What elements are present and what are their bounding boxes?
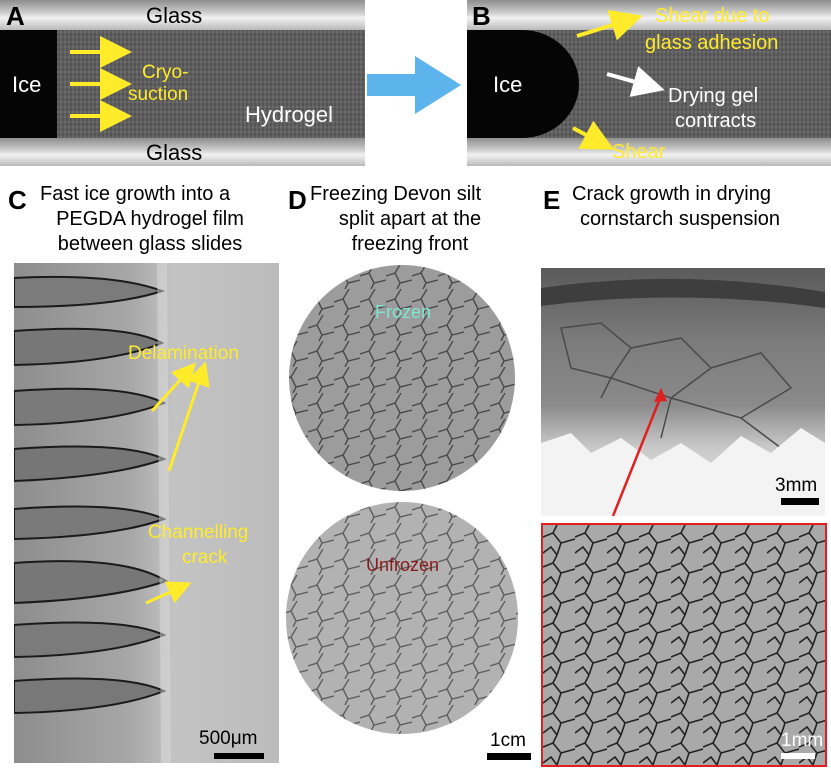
scale-label-e-top: 3mm — [775, 475, 818, 496]
panel-letter-c: C — [8, 185, 27, 215]
caption-c-1: Fast ice growth into a — [40, 183, 231, 205]
ice-fingers — [14, 263, 210, 763]
shear-label: Shear — [612, 141, 666, 163]
glass-bottom — [0, 138, 365, 166]
shear-arrows — [572, 9, 665, 150]
caption-d-1: Freezing Devon silt — [310, 183, 482, 205]
cryosuction-label-2: suction — [128, 84, 189, 105]
channelling-label-1: Channelling — [148, 522, 249, 543]
shear-adhesion-arrow — [576, 9, 643, 41]
glass-top-b — [467, 0, 831, 30]
scale-label-e-bottom: 1mm — [781, 730, 824, 751]
shear-adhesion-label-2: glass adhesion — [645, 32, 779, 54]
transition-arrow — [367, 56, 461, 114]
shear-arrow — [572, 120, 615, 150]
glass-bottom-b — [467, 138, 831, 166]
ice-dome — [467, 30, 579, 138]
scale-bar-e-top — [781, 498, 819, 505]
caption-c-3: between glass slides — [57, 233, 243, 255]
frozen-label: Frozen — [375, 302, 432, 322]
cornstarch-overview: 3mm — [541, 268, 825, 516]
panel-letter-d: D — [288, 185, 307, 215]
scale-bar-e-bottom — [781, 753, 815, 759]
glass-top — [0, 0, 365, 30]
ice-block — [0, 30, 57, 138]
glass-bottom-label: Glass — [146, 140, 203, 165]
caption-e-2: cornstarch suspension — [579, 208, 781, 230]
hydrogel-micrograph: Delamination Channelling crack 500μm — [14, 263, 279, 763]
glass-top-label: Glass — [146, 3, 203, 28]
drying-label-2: contracts — [675, 110, 757, 132]
shear-adhesion-label-1: Shear due to — [655, 5, 770, 27]
panel-letter-e: E — [543, 185, 561, 215]
caption-d-3: freezing front — [351, 233, 469, 255]
ice-label: Ice — [12, 72, 42, 97]
scale-bar-c — [214, 753, 264, 759]
drying-label-1: Drying gel — [668, 85, 759, 107]
hydrogel-label: Hydrogel — [245, 102, 334, 127]
delamination-label: Delamination — [128, 343, 239, 364]
hydrogel-layer — [0, 30, 365, 138]
unfrozen-label: Unfrozen — [366, 555, 440, 575]
channelling-label-2: crack — [182, 547, 228, 568]
panel-letter-a: A — [6, 1, 25, 31]
caption-e-1: Crack growth in drying — [572, 183, 771, 205]
caption-c-2: PEGDA hydrogel film — [56, 208, 244, 230]
scale-bar-d — [487, 753, 531, 760]
cornstarch-inset: 1mm — [541, 523, 827, 767]
cryosuction-arrows — [70, 36, 132, 132]
channelling-arrow — [145, 581, 192, 605]
delamination-arrow-1 — [150, 362, 197, 413]
inset-link-arrow — [611, 395, 663, 516]
cryosuction-label-1: Cryo- — [142, 62, 189, 83]
caption-d-2: split apart at the — [338, 208, 482, 230]
delamination-arrow-2 — [167, 361, 210, 472]
scale-label-c: 500μm — [199, 728, 258, 749]
ice-label-b: Ice — [493, 72, 523, 97]
scale-label-d: 1cm — [490, 730, 526, 751]
panel-letter-b: B — [472, 1, 491, 31]
drying-arrow — [606, 66, 665, 97]
silt-samples — [286, 265, 518, 734]
